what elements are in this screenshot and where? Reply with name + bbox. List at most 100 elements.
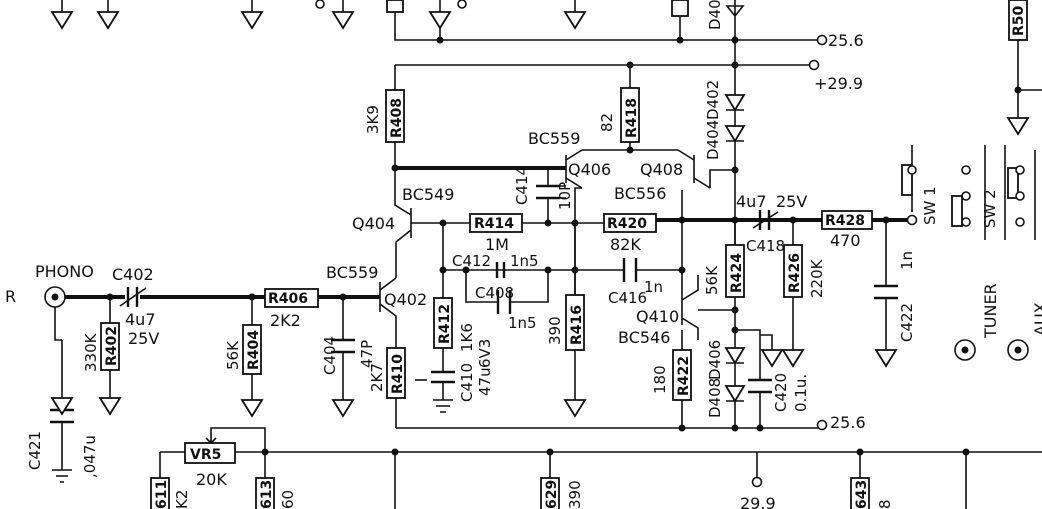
sw2-label: SW 2 [981, 189, 999, 228]
q404-ref: Q404 [352, 214, 395, 233]
c420-value: 0.1u. [792, 374, 810, 412]
capacitor-c402: C402 4u7 25V [112, 265, 159, 348]
rail-pos-bottom-label: 29.9 [740, 494, 776, 509]
rail-pos-top-label: +29.9 [814, 74, 863, 93]
r412-value: 1K6 [458, 323, 476, 352]
resistor-r414: R414 1M [469, 213, 523, 254]
r416-ref: R416 [569, 305, 585, 345]
ground-c421-top [50, 397, 74, 416]
resistor-r428: R428 470 [821, 210, 873, 250]
c412-value: 1n5 [510, 252, 539, 270]
r410-ref: R410 [390, 354, 406, 394]
rail-neg-bottom-label: 25.6 [830, 413, 866, 432]
resistor-r420: R420 82K [603, 213, 657, 254]
q408-ref: Q408 [640, 160, 683, 179]
c421-value: ,047u [81, 435, 99, 478]
r426-ref: R426 [787, 253, 803, 293]
q406-type: BC559 [528, 129, 580, 148]
c414-ref: C414 [513, 166, 531, 205]
c418-value: 4u7 [736, 192, 767, 211]
r414-ref: R414 [474, 216, 514, 232]
aux-label: AUX [1031, 302, 1042, 336]
c402-value: 4u7 [125, 310, 156, 329]
r406-value: 2K2 [270, 311, 301, 330]
c402-voltage: 25V [128, 329, 159, 348]
capacitor-c408: C408 1n5 [465, 270, 549, 332]
r50-fragment: R50 [1006, 0, 1042, 136]
c402-ref: C402 [112, 265, 154, 284]
resistor-r426: R426 220K [781, 220, 826, 368]
capacitor-c414: C414 10P [513, 166, 574, 223]
switch-sw1: SW 1 [901, 145, 971, 225]
c410-voltage: 6V3 [476, 339, 494, 368]
capacitor-c412: C412 1n5 [442, 223, 575, 278]
diodes-d406-d408: D406 D408 [706, 310, 746, 428]
r404-ref: R404 [246, 330, 262, 370]
diode-d40-label: D40 [706, 0, 724, 30]
capacitor-c410: C410 47u 6V3 [415, 339, 494, 413]
r426-value: 220K [808, 258, 826, 298]
r643-label: 643 [854, 480, 870, 509]
c414-value: 10P [556, 182, 574, 210]
c412-ref: C412 [452, 252, 491, 270]
q410-type: BC546 [618, 328, 670, 347]
r611-label: 611 [154, 480, 170, 509]
r406-ref: R406 [268, 291, 308, 307]
r410-value: 2K7 [368, 363, 386, 392]
q406-ref: Q406 [568, 160, 611, 179]
r428-ref: R428 [825, 213, 865, 229]
tuner-label: TUNER [981, 283, 1000, 339]
c418-ref: C418 [746, 237, 785, 255]
d402-label: D402 [704, 80, 722, 120]
r402-value: 330K [82, 332, 100, 372]
r402-ref: R402 [104, 326, 120, 366]
c416-ref: C416 [608, 289, 647, 307]
d404-label: D404 [704, 120, 722, 160]
resistor-r416: R416 390 [546, 223, 587, 418]
r-channel-label: R [5, 287, 16, 306]
c418-voltage: 25V [776, 192, 807, 211]
aux-input: AUX [1007, 302, 1042, 361]
top-edge-grounds: D40 [50, 0, 745, 40]
q410-ref: Q410 [636, 307, 679, 326]
rail-neg-bottom: 25.6 [396, 413, 866, 432]
c408-value: 1n5 [508, 314, 537, 332]
phono-label: PHONO [35, 262, 94, 281]
rail-pos-top: +29.9 [395, 59, 863, 93]
switch-sw2: SW 2 [951, 145, 1036, 240]
potentiometer-vr5: VR5 20K 29.9 [159, 427, 1042, 509]
vr5-value: 20K [196, 470, 227, 489]
q402-ref: Q402 [384, 290, 427, 309]
r420-value: 82K [610, 235, 641, 254]
r424-value: 56K [703, 265, 721, 295]
transistor-q408: Q408 BC556 [614, 149, 735, 203]
r420-ref: R420 [607, 216, 647, 232]
r629-label: 629 [544, 480, 560, 509]
capacitor-c418: 4u7 25V C418 [736, 192, 807, 255]
r418-value: 82 [598, 113, 616, 132]
c410-ref: C410 [458, 363, 476, 402]
q402-type: BC559 [326, 263, 378, 282]
resistor-r424: R424 56K [703, 220, 745, 310]
sw1-label: SW 1 [921, 186, 939, 225]
r428-value: 470 [830, 231, 861, 250]
r414-value: 1M [485, 235, 509, 254]
r422-ref: R422 [676, 356, 692, 396]
r408-value: 3K9 [364, 105, 382, 134]
c416-value: 1n [644, 278, 663, 296]
phono-input: R PHONO [5, 262, 94, 341]
resistor-r406: R406 2K2 [264, 288, 319, 330]
vr5-ref: VR5 [190, 447, 221, 463]
c404-ref: C404 [321, 336, 339, 375]
resistor-r408: R408 3K9 [364, 65, 405, 168]
r422-value: 180 [651, 365, 669, 394]
capacitor-c416: 1n C416 [575, 258, 682, 307]
c421-ref: C421 [26, 431, 44, 470]
q404-type: BC549 [402, 185, 454, 204]
r613-label: 613 [259, 480, 275, 509]
k2-label: K2 [173, 490, 191, 509]
diodes-d402-d404: D402 D404 [704, 40, 746, 270]
resistor-r412: R412 1K6 [433, 270, 476, 372]
transistor-q402: BC559 Q402 [326, 262, 427, 330]
